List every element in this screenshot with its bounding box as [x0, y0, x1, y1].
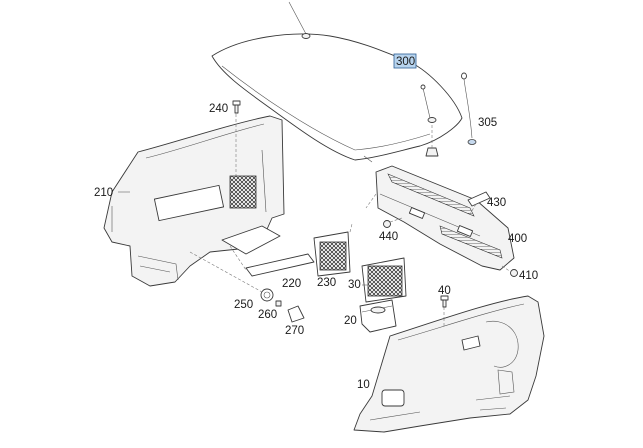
part-410-clip[interactable]	[501, 265, 518, 277]
part-270-hook[interactable]	[287, 305, 305, 323]
part-240-clip[interactable]	[232, 100, 241, 178]
part-10-right-trim-panel[interactable]	[353, 295, 545, 433]
part-left-panel-net[interactable]	[229, 175, 257, 209]
label-40: 40	[438, 285, 451, 297]
callout-300[interactable]: 300	[393, 53, 417, 69]
part-210-left-trim-panel[interactable]	[103, 115, 285, 287]
part-230-net[interactable]	[313, 223, 353, 277]
label-400: 400	[508, 233, 527, 245]
part-250-fastener[interactable]	[189, 251, 274, 302]
callout-300-highlight	[393, 53, 417, 69]
label-240: 240	[209, 103, 228, 115]
label-440: 440	[379, 231, 398, 243]
label-260: 260	[258, 309, 277, 321]
part-20-pocket[interactable]	[359, 299, 397, 333]
part-305-cord[interactable]	[461, 72, 477, 145]
label-300: 300	[396, 56, 415, 68]
label-20: 20	[344, 315, 357, 327]
label-230: 230	[317, 277, 336, 289]
part-430-clip[interactable]	[467, 191, 491, 215]
label-430: 430	[487, 197, 506, 209]
label-250: 250	[234, 299, 253, 311]
part-400-sill-trim[interactable]	[365, 165, 515, 271]
part-220-cover-strip[interactable]	[229, 245, 315, 277]
part-440-screw[interactable]	[383, 217, 403, 228]
label-220: 220	[282, 278, 301, 290]
label-30: 30	[348, 279, 361, 291]
label-210: 210	[94, 187, 113, 199]
label-10: 10	[357, 379, 370, 391]
part-260-clip[interactable]	[275, 300, 282, 307]
part-30-net[interactable]	[361, 257, 407, 303]
label-410: 410	[519, 270, 538, 282]
label-270: 270	[285, 325, 304, 337]
part-40-clip[interactable]	[440, 295, 449, 318]
label-305: 305	[478, 117, 497, 129]
